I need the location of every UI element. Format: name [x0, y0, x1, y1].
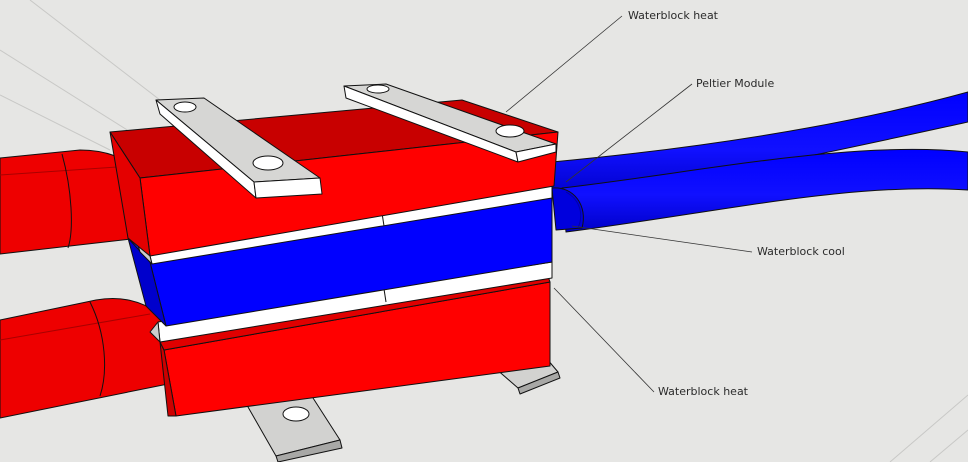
label-waterblock-cool: Waterblock cool	[757, 245, 845, 258]
heat-hoses	[0, 149, 169, 419]
label-peltier-module: Peltier Module	[696, 77, 775, 90]
cool-hose-lower	[561, 148, 968, 233]
label-waterblock-heat-top: Waterblock heat	[628, 9, 718, 22]
leader-waterblock-heat-bottom	[553, 287, 655, 393]
heat-hose-lower	[0, 298, 169, 419]
leader-waterblock-cool	[571, 225, 753, 253]
label-waterblock-heat-bottom: Waterblock heat	[658, 385, 748, 398]
leader-waterblock-heat-top	[505, 15, 623, 113]
leader-peltier-module	[565, 83, 693, 183]
cool-hoses	[551, 91, 968, 233]
top-heat-block-side-face	[109, 131, 151, 257]
cool-hose-collar	[551, 187, 584, 231]
top-brackets	[155, 83, 557, 199]
callout-leaders	[505, 15, 753, 393]
